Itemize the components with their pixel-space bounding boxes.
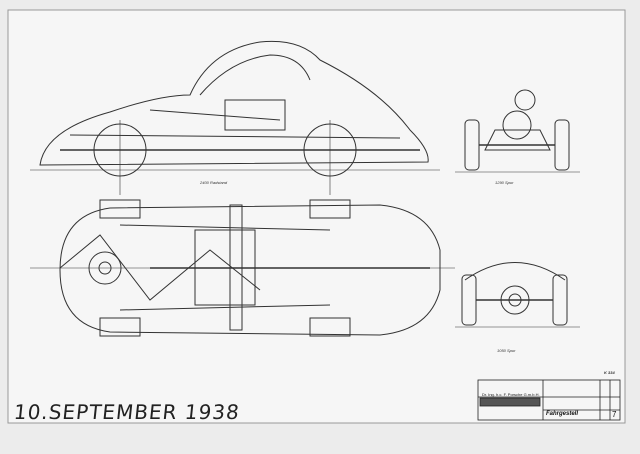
front-track-label: 1290 Spur bbox=[495, 180, 514, 185]
plan-view bbox=[30, 199, 455, 337]
sheet-number-label: K 334 bbox=[604, 370, 615, 375]
side-view bbox=[30, 40, 440, 195]
front-view bbox=[455, 89, 580, 173]
wheelbase-label: 2400 Radstand bbox=[200, 180, 228, 185]
rear-track-label: 1050 Spur bbox=[497, 348, 516, 353]
title-block bbox=[477, 379, 621, 421]
company-name: Dr. Ing. h.c. F. Porsche G.m.b.H. bbox=[482, 392, 540, 397]
rear-view bbox=[455, 262, 580, 328]
sheet-number: 7 bbox=[612, 410, 617, 419]
handwritten-date: 10.SEPTEMBER 1938 bbox=[12, 400, 242, 424]
drawing-title: Fahrgestell bbox=[546, 411, 579, 417]
